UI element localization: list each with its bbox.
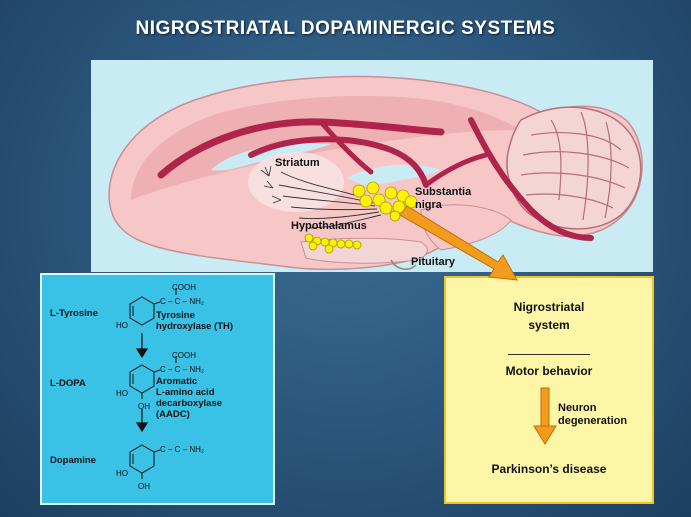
oh-label-2: OH (138, 402, 150, 411)
substantia-nigra-label-line2: nigra (415, 199, 442, 211)
chain-label-1: C – C – NH₂ (160, 297, 205, 306)
l-dopa-label: L-DOPA (50, 378, 86, 389)
dopamine-label: Dopamine (50, 455, 96, 466)
nigrostriatal-info-panel: Nigrostriatal system Motor behavior Neur… (444, 276, 654, 504)
aadc-label-line2: L-amino acid (156, 387, 215, 398)
parkinsons-disease-text: Parkinson’s disease (491, 462, 607, 476)
ho-label-2: HO (116, 389, 128, 398)
striatum-label: Striatum (275, 157, 320, 169)
neuron-label-line2: degeneration (558, 415, 628, 427)
aadc-label-line3: decarboxylase (156, 398, 223, 409)
brain-sagittal-illustration (108, 75, 643, 271)
aadc-label-line1: Aromatic (156, 376, 198, 387)
chain-label-3: C – C – NH₂ (160, 445, 205, 454)
info-title-line1: Nigrostriatal (513, 300, 585, 314)
motor-behavior-text: Motor behavior (505, 364, 593, 378)
th-label-line2: hydroxylase (TH) (156, 321, 234, 332)
degeneration-arrow (533, 387, 557, 445)
cooh-label-1: COOH (172, 283, 196, 292)
cooh-label-2: COOH (172, 351, 196, 360)
hypothalamus-label: Hypothalamus (291, 220, 367, 232)
oh-label-3: OH (138, 482, 150, 491)
brain-diagram-panel: Striatum Substantia nigra Hypothalamus P… (91, 60, 653, 272)
ho-label-1: HO (116, 321, 128, 330)
info-title-line2: system (528, 318, 570, 332)
pituitary-label: Pituitary (411, 256, 456, 268)
neuron-label-line1: Neuron (558, 402, 597, 414)
aadc-label-line4: (AADC) (156, 409, 190, 420)
ho-label-3: HO (116, 469, 128, 478)
dopamine-synthesis-panel: L-Tyrosine COOH C – C – NH₂ HO Tyrosine … (40, 273, 275, 505)
info-divider (508, 354, 590, 355)
th-label-line1: Tyrosine (156, 310, 195, 321)
substantia-nigra-label-line1: Substantia (415, 186, 472, 198)
l-tyrosine-label: L-Tyrosine (50, 308, 98, 319)
chain-label-2: C – C – NH₂ (160, 365, 205, 374)
slide-title: NIGROSTRIATAL DOPAMINERGIC SYSTEMS (135, 18, 556, 39)
synthesis-pathway-structures (129, 288, 177, 479)
